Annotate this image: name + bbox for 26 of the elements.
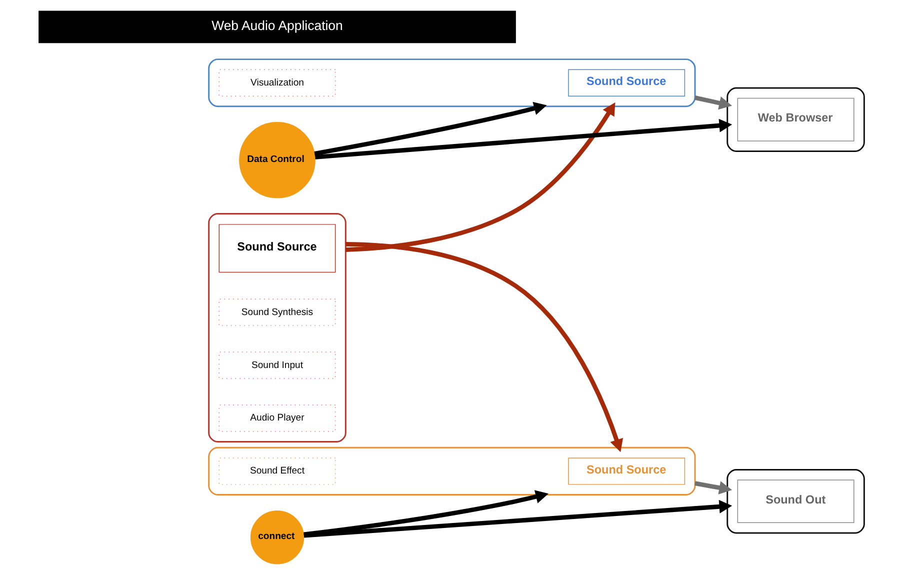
arrow: [303, 490, 548, 537]
node-circle: connect: [250, 510, 304, 564]
node-box: Sound Source: [568, 458, 685, 485]
node-box: Audio Player: [218, 404, 336, 432]
node-box: Sound Source: [568, 69, 685, 96]
cluster: [208, 58, 696, 108]
node-box: Web Audio Application: [38, 10, 516, 44]
arrow: [694, 96, 732, 110]
arrow: [314, 118, 732, 160]
arrow: [314, 102, 546, 156]
cluster: [726, 468, 864, 534]
arrow: [345, 102, 615, 252]
cluster: [208, 446, 696, 496]
node-box: Web Browser: [736, 98, 854, 142]
node-box: Sound Out: [736, 480, 854, 524]
node-box: Visualization: [218, 69, 336, 96]
node-box: Sound Source: [218, 224, 336, 273]
node-box: Sound Effect: [218, 458, 336, 485]
arrow: [303, 500, 732, 538]
cluster: [208, 213, 346, 442]
arrow: [694, 481, 732, 494]
cluster: [726, 87, 864, 152]
node-box: Sound Input: [218, 352, 336, 379]
node-circle: Data Control: [238, 122, 315, 198]
node-box: Sound Synthesis: [218, 298, 336, 326]
arrow: [345, 242, 623, 452]
